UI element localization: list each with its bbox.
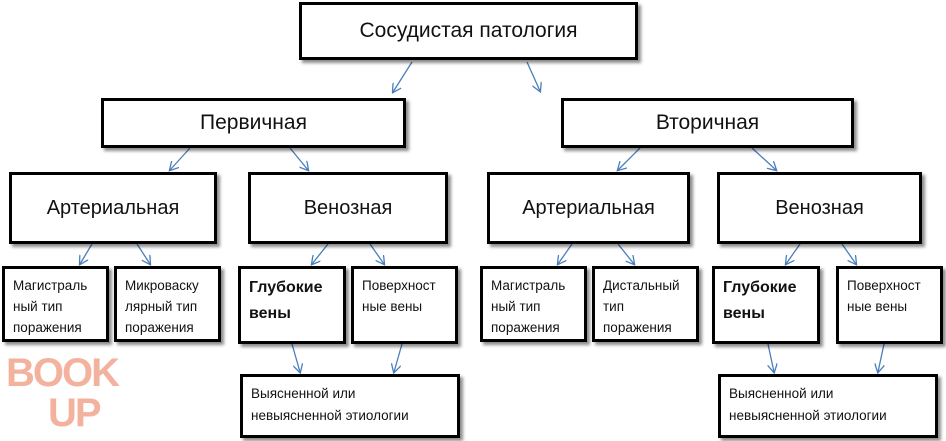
secondary-venous-node: Венозная xyxy=(717,172,922,244)
watermark-logo: BOOK UP xyxy=(6,351,122,430)
arrow-s-art-2 xyxy=(617,243,634,264)
secondary-deep-veins-label: Глубокие вены xyxy=(723,279,797,322)
secondary-arterial-item-1: Магистраль ный тип поражения xyxy=(480,266,587,342)
primary-venous-label: Венозная xyxy=(303,196,393,219)
arrow-p-surface-leaf xyxy=(394,343,403,372)
root-label: Сосудистая патология xyxy=(359,19,578,42)
secondary-etiology-node: Выясненной или невыясненной этиологии xyxy=(718,374,938,438)
arrow-secondary-arterial xyxy=(618,147,641,170)
svg-text:UP: UP xyxy=(48,391,101,430)
primary-label: Первичная xyxy=(200,111,307,134)
secondary-etiology-label: Выясненной или невыясненной этиологии xyxy=(729,386,887,423)
primary-arterial-label: Артериальная xyxy=(46,196,180,219)
arrow-s-deep-leaf xyxy=(767,343,774,372)
arrow-s-ven-deep xyxy=(786,243,801,264)
arrow-s-surface-leaf xyxy=(878,343,885,372)
svg-text:BOOK: BOOK xyxy=(6,351,120,395)
arrow-p-art-2 xyxy=(136,243,150,264)
secondary-arterial-label: Артериальная xyxy=(522,196,655,219)
primary-arterial-node: Артериальная xyxy=(9,172,217,244)
arrow-primary-venous xyxy=(289,147,308,170)
arrow-p-ven-surface xyxy=(369,243,384,264)
primary-surface-veins-label: Поверхност ные вены xyxy=(362,278,436,314)
primary-surface-veins-node: Поверхност ные вены xyxy=(351,266,458,344)
primary-venous-node: Венозная xyxy=(248,172,448,244)
secondary-surface-veins-label: Поверхност ные вены xyxy=(847,278,921,314)
primary-arterial-item-2-label: Микроваску лярный тип поражения xyxy=(125,278,199,335)
primary-arterial-item-1: Магистраль ный тип поражения xyxy=(2,266,109,342)
primary-etiology-node: Выясненной или невыясненной этиологии xyxy=(240,374,460,438)
arrow-p-deep-leaf xyxy=(291,343,300,372)
primary-arterial-item-1-label: Магистраль ный тип поражения xyxy=(13,278,88,335)
arrow-s-ven-surface xyxy=(841,243,856,264)
primary-deep-veins-node: Глубокие вены xyxy=(238,266,346,344)
arrow-root-primary xyxy=(393,61,413,92)
root-node: Сосудистая патология xyxy=(299,2,638,60)
arrow-s-art-1 xyxy=(558,243,573,264)
secondary-venous-label: Венозная xyxy=(775,196,864,219)
secondary-label: Вторичная xyxy=(655,111,760,134)
secondary-arterial-node: Артериальная xyxy=(487,172,690,244)
primary-deep-veins-label: Глубокие вены xyxy=(249,279,323,322)
secondary-deep-veins-node: Глубокие вены xyxy=(712,266,820,344)
arrow-p-ven-deep xyxy=(312,243,329,264)
arrow-primary-arterial xyxy=(170,147,191,170)
arrow-secondary-venous xyxy=(751,147,776,170)
secondary-arterial-item-1-label: Магистраль ный тип поражения xyxy=(491,278,566,335)
primary-etiology-label: Выясненной или невыясненной этиологии xyxy=(251,386,409,423)
secondary-arterial-item-2: Дистальный тип поражения xyxy=(592,266,699,342)
secondary-surface-veins-node: Поверхност ные вены xyxy=(836,266,943,344)
arrow-root-secondary xyxy=(526,61,540,91)
secondary-node: Вторичная xyxy=(561,98,854,148)
secondary-arterial-item-2-label: Дистальный тип поражения xyxy=(603,278,680,335)
primary-node: Первичная xyxy=(101,98,406,148)
primary-arterial-item-2: Микроваску лярный тип поражения xyxy=(114,266,221,342)
arrow-p-art-1 xyxy=(80,243,93,264)
